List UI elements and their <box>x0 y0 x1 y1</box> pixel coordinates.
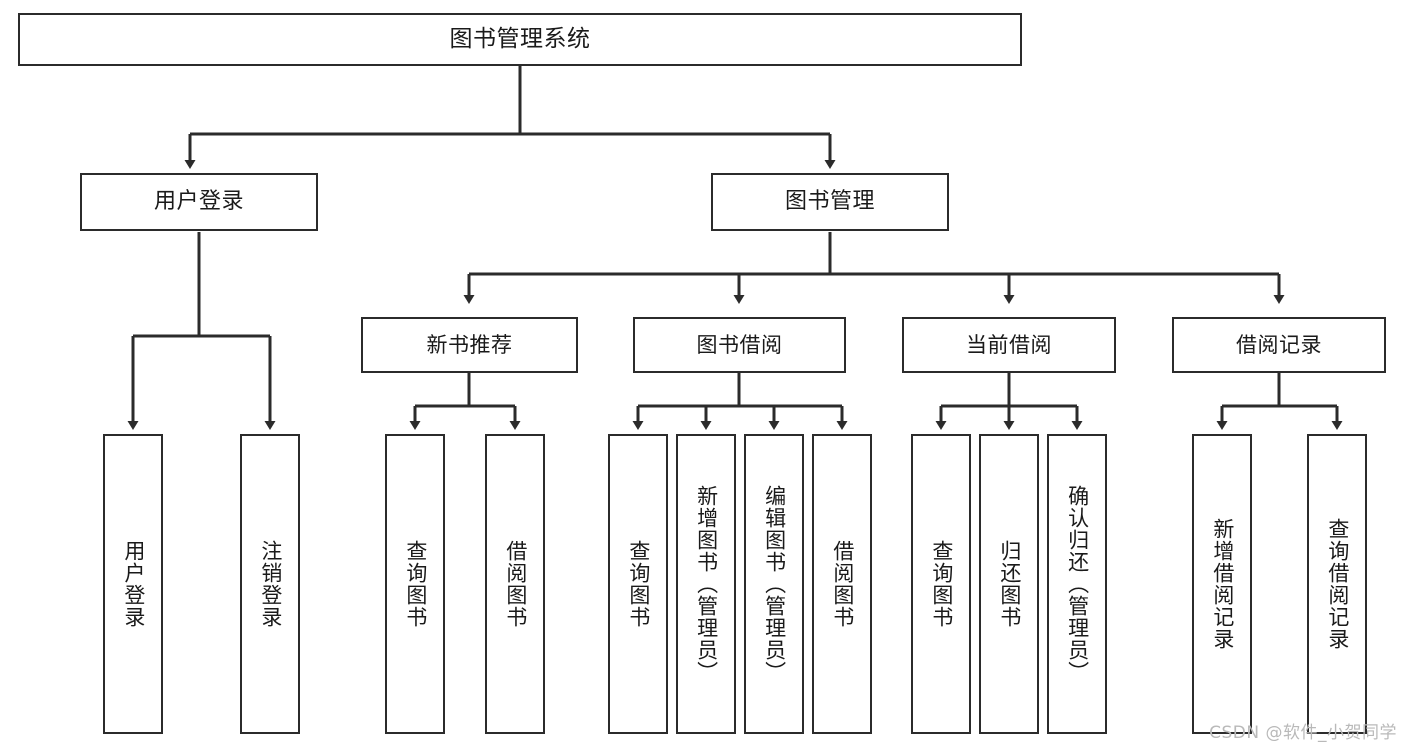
leaf-borrow-book-2-label: 借阅图书 <box>830 540 855 628</box>
node-book-management-label: 图书管理 <box>784 189 875 215</box>
leaf-query-book-2-label: 查询图书 <box>626 540 651 628</box>
leaf-return-book-label: 归还图书 <box>997 540 1022 628</box>
leaf-confirm-return[interactable]: 确认归还（管理员） <box>1047 434 1107 734</box>
leaf-return-book[interactable]: 归还图书 <box>979 434 1039 734</box>
leaf-edit-book[interactable]: 编辑图书（管理员） <box>744 434 804 734</box>
leaf-query-record[interactable]: 查询借阅记录 <box>1307 434 1367 734</box>
node-borrow-record-label: 借阅记录 <box>1236 332 1322 357</box>
leaf-edit-book-label: 编辑图书（管理员） <box>762 485 787 683</box>
node-root-system-label: 图书管理系统 <box>449 26 591 53</box>
leaf-query-book-1-label: 查询图书 <box>403 540 428 628</box>
node-book-borrow-label: 图书借阅 <box>696 332 783 357</box>
node-current-borrow-label: 当前借阅 <box>966 332 1052 357</box>
leaf-query-book-3-label: 查询图书 <box>929 540 954 628</box>
leaf-query-book-2[interactable]: 查询图书 <box>608 434 668 734</box>
leaf-add-record-label: 新增借阅记录 <box>1210 518 1235 650</box>
leaf-borrow-book-1-label: 借阅图书 <box>503 540 528 628</box>
leaf-query-record-label: 查询借阅记录 <box>1325 518 1350 650</box>
leaf-user-logout-label: 注销登录 <box>258 540 283 628</box>
leaf-query-book-1[interactable]: 查询图书 <box>385 434 445 734</box>
leaf-user-login[interactable]: 用户登录 <box>103 434 163 734</box>
leaf-add-record[interactable]: 新增借阅记录 <box>1192 434 1252 734</box>
leaf-add-book-label: 新增图书（管理员） <box>694 485 719 683</box>
csdn-watermark: CSDN @软件_小贺同学 <box>1209 723 1397 743</box>
leaf-user-login-label: 用户登录 <box>121 540 146 628</box>
leaf-query-book-3[interactable]: 查询图书 <box>911 434 971 734</box>
node-book-management[interactable]: 图书管理 <box>711 173 949 231</box>
leaf-borrow-book-1[interactable]: 借阅图书 <box>485 434 545 734</box>
node-new-book-recommend[interactable]: 新书推荐 <box>361 317 578 373</box>
node-borrow-record[interactable]: 借阅记录 <box>1172 317 1386 373</box>
node-user-login-label: 用户登录 <box>153 189 244 215</box>
leaf-confirm-return-label: 确认归还（管理员） <box>1065 485 1090 683</box>
node-current-borrow[interactable]: 当前借阅 <box>902 317 1116 373</box>
node-new-book-recommend-label: 新书推荐 <box>426 332 513 357</box>
leaf-add-book[interactable]: 新增图书（管理员） <box>676 434 736 734</box>
node-root-system[interactable]: 图书管理系统 <box>18 13 1022 66</box>
node-book-borrow[interactable]: 图书借阅 <box>633 317 846 373</box>
node-user-login[interactable]: 用户登录 <box>80 173 318 231</box>
leaf-user-logout[interactable]: 注销登录 <box>240 434 300 734</box>
leaf-borrow-book-2[interactable]: 借阅图书 <box>812 434 872 734</box>
